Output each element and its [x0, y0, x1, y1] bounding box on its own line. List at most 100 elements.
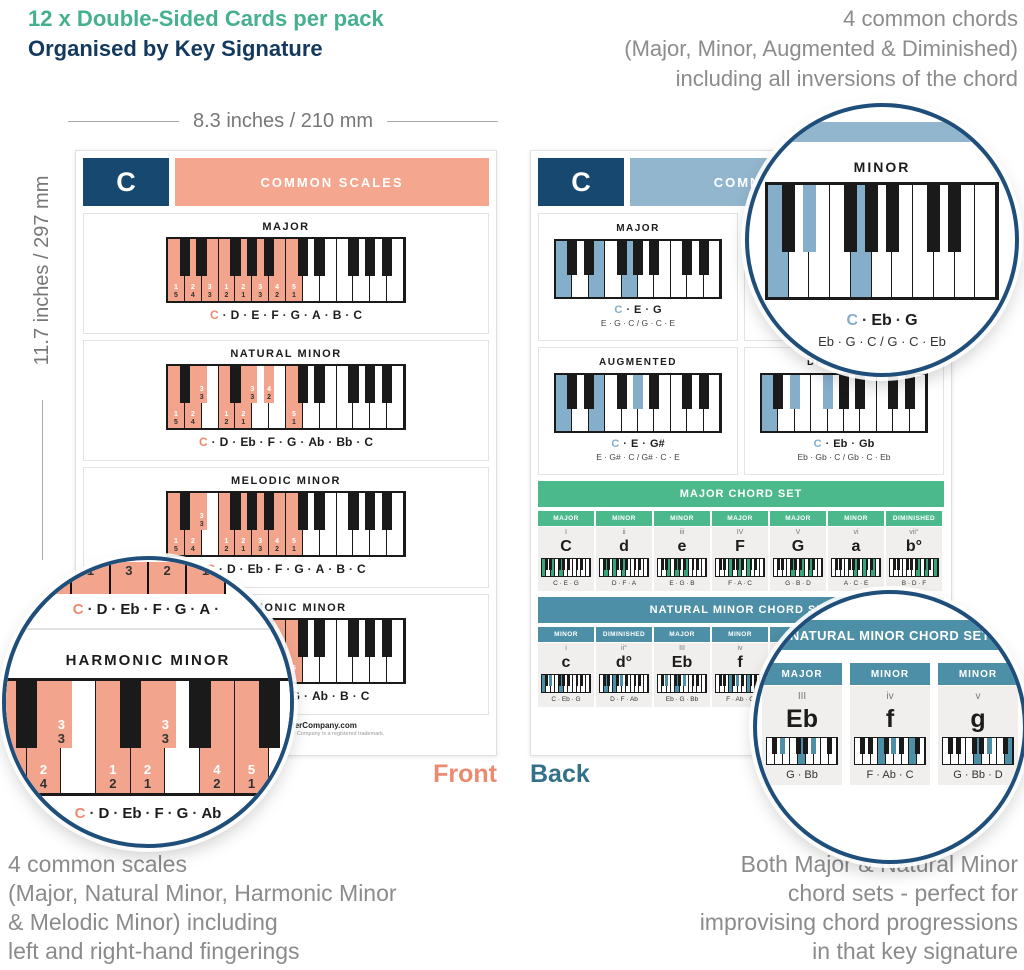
black-key: [1002, 738, 1008, 755]
black-key: [835, 559, 838, 570]
chord-note-names: G · Bb: [786, 769, 818, 781]
chord-name: C: [560, 538, 572, 555]
black-key: [948, 738, 954, 755]
chord-name: G: [791, 538, 805, 555]
white-key: [585, 559, 590, 576]
white-key: [724, 675, 730, 692]
note-name: Eb: [871, 312, 892, 329]
chords-caption-line1: 4 common chords: [843, 6, 1018, 31]
black-key: [838, 375, 850, 409]
roman-numeral: V: [795, 529, 801, 536]
black-key: [297, 239, 309, 277]
white-key: [898, 559, 904, 576]
white-key: [608, 675, 614, 692]
black-key: [314, 239, 325, 277]
chords-caption-line2: (Major, Minor, Augmented & Diminished): [624, 36, 1018, 61]
black-key: [781, 559, 785, 570]
chord-note-names: F · Ab · C: [726, 696, 754, 703]
note-name: Gb: [859, 438, 875, 450]
black-key: [798, 559, 802, 570]
black-key: [780, 738, 785, 755]
black-key: [558, 675, 561, 686]
piano-keyboard: [541, 674, 591, 693]
black-key: [695, 559, 699, 570]
black-key: [753, 675, 757, 686]
black-key: [789, 375, 800, 409]
chord-note-names: B · D · F: [901, 580, 927, 587]
black-key: [365, 366, 376, 404]
black-key: [719, 559, 722, 570]
black-key: [927, 185, 941, 253]
note-name: G: [174, 601, 187, 618]
black-key: [603, 675, 606, 686]
white-key: [875, 559, 880, 576]
white-key: [684, 675, 689, 692]
black-key: [691, 675, 695, 686]
black-key: [719, 675, 722, 686]
note-name: F: [271, 308, 279, 322]
black-key: [566, 559, 570, 570]
note-name: E: [251, 308, 260, 322]
black-key: [247, 239, 258, 277]
black-key: [865, 185, 879, 253]
white-key: [933, 559, 938, 576]
chord-note-names: G · Bb · D: [953, 769, 1003, 781]
white-key: [626, 559, 631, 576]
white-key: [550, 675, 556, 692]
black-key: [583, 375, 594, 409]
white-key: [858, 559, 863, 576]
black-key: [682, 241, 693, 275]
scale-notes: C·D·Eb·F·G·Ab·Bb·C: [198, 435, 374, 449]
black-key: [852, 559, 856, 570]
dimension-rule-right: [387, 121, 498, 122]
black-key: [682, 675, 686, 686]
black-key: [583, 241, 594, 275]
black-key: [736, 675, 740, 686]
white-key: [701, 675, 706, 692]
black-key: [365, 239, 376, 277]
note-name: C: [72, 601, 84, 618]
black-key: [179, 239, 191, 277]
chord-note-names: F · A · C: [728, 580, 752, 587]
caption-line: left and right-hand fingerings: [8, 938, 300, 964]
white-key: [813, 559, 818, 576]
chord-name: Eb: [786, 705, 818, 733]
chord-note-names: G · B · D: [785, 580, 811, 587]
roman-numeral: v: [975, 691, 981, 702]
black-key: [381, 239, 393, 277]
black-key: [856, 559, 860, 570]
roman-numeral: III: [797, 691, 807, 702]
black-key: [773, 375, 784, 409]
piano-keyboard: [554, 373, 722, 433]
white-key: [800, 559, 805, 576]
piano-keyboard: [942, 737, 1014, 765]
black-key: [682, 375, 693, 409]
black-key: [897, 559, 901, 570]
white-key: [917, 738, 926, 764]
black-key: [732, 559, 735, 570]
chord-quality-label: MAJOR: [712, 511, 768, 526]
note-name: A: [312, 308, 321, 322]
scale-title: NATURAL MINOR: [230, 348, 342, 360]
chord-note-names: Eb · G · Bb: [665, 696, 699, 703]
chord-quality-label: MINOR: [654, 511, 710, 526]
chord-note-names: D · F · A: [611, 580, 637, 587]
roman-numeral: vi: [853, 529, 859, 536]
piano-keyboard: [764, 182, 1000, 300]
chord-name: F: [735, 538, 745, 555]
black-key: [119, 681, 142, 749]
height-dimension-rule: [42, 400, 43, 560]
chord-quality-label: MINOR: [538, 627, 594, 642]
white-key: [639, 559, 644, 576]
note-name: C: [614, 304, 623, 316]
